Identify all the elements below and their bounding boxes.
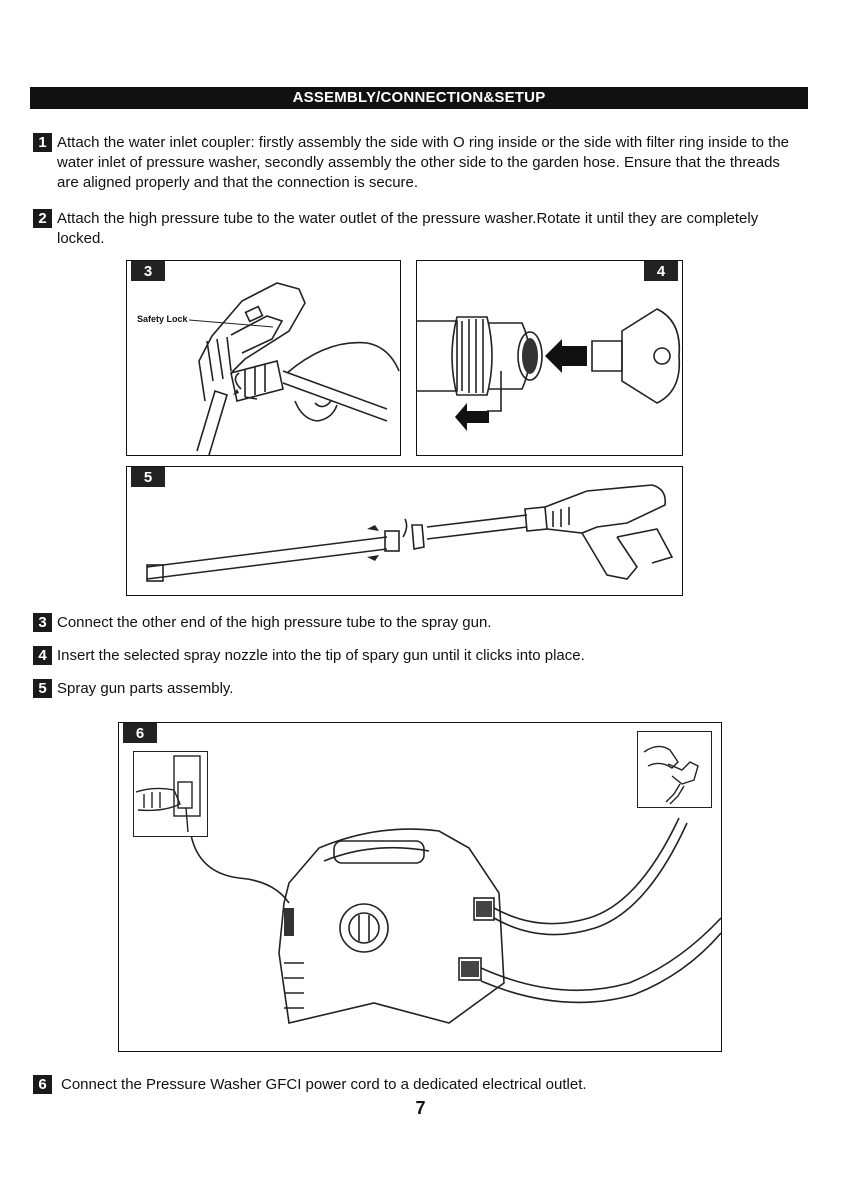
pressure-washer-illustration [190, 817, 721, 1024]
page-number: 7 [415, 1098, 426, 1118]
nozzle-insert-illustration [417, 308, 681, 431]
section-title: ASSEMBLY/CONNECTION&SETUP [30, 87, 808, 109]
step-number: 4 [33, 646, 52, 665]
step-text: Attach the water inlet coupler: firstly … [57, 134, 790, 191]
step-text: Connect the other end of the high pressu… [57, 614, 492, 631]
step-number: 1 [33, 133, 52, 152]
outlet-plug-inset [133, 751, 208, 837]
step-3: 3 Connect the other end of the high press… [33, 613, 803, 633]
step-number: 3 [33, 613, 52, 632]
gun-assembly-illustration [146, 484, 674, 582]
step-4: 4 Insert the selected spray nozzle into t… [33, 646, 803, 666]
step-number: 5 [33, 679, 52, 698]
step-text: Attach the high pressure tube to the wat… [57, 210, 759, 247]
figure-3-spray-gun-safety-lock: 3 Safety Lock [126, 260, 401, 456]
figure-number: 3 [131, 261, 165, 281]
step-number: 2 [33, 209, 52, 228]
figure-number: 5 [131, 467, 165, 487]
plug-into-outlet-illustration [135, 755, 201, 833]
figure-5-spray-gun-assembly: 5 [126, 466, 683, 596]
figure-4-nozzle-insert: 4 [416, 260, 683, 456]
figure-number: 6 [123, 723, 157, 743]
step-text: Connect the Pressure Washer GFCI power c… [61, 1076, 587, 1093]
step-text: Spray gun parts assembly. [57, 680, 234, 697]
safety-lock-callout: Safety Lock [137, 314, 188, 324]
spray-gun-illustration [188, 282, 400, 455]
step-2: 2 Attach the high pressure tube to the wa… [33, 209, 803, 249]
step-6: 6 Connect the Pressure Washer GFCI power … [33, 1075, 803, 1095]
step-1: 1 Attach the water inlet coupler: firstly… [33, 133, 803, 193]
step-number: 6 [33, 1075, 52, 1094]
step-5: 5 Spray gun parts assembly. [33, 679, 803, 699]
faucet-hose-illustration [643, 745, 699, 805]
figure-6-power-and-water-connection: 6 [118, 722, 722, 1052]
faucet-inset [637, 731, 712, 808]
figure-number: 4 [644, 261, 678, 281]
step-text: Insert the selected spray nozzle into th… [57, 647, 585, 664]
